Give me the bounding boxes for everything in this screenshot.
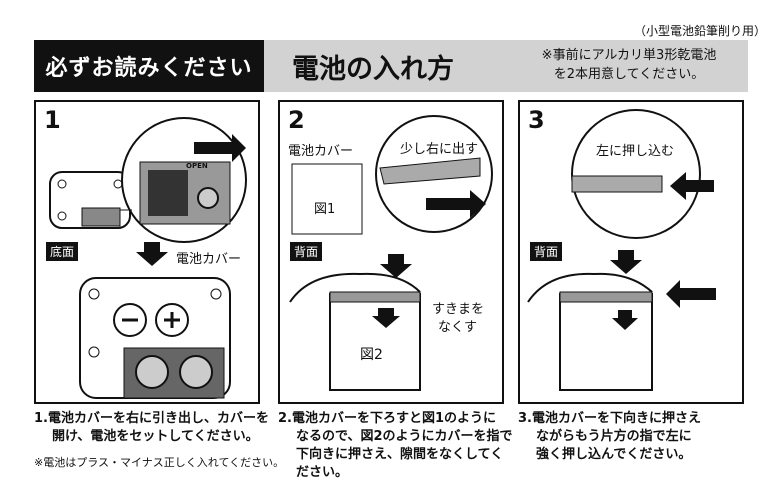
must-read-banner: 必ずお読みください: [34, 40, 264, 92]
step-3-illustration: [527, 109, 716, 391]
step-1-panel: 1 OPEN 底面 電池カバー: [34, 100, 260, 404]
caption-line: ながらもう片方の指で左に: [536, 429, 692, 444]
step-2-panel: 2 電池カバー 少し右に出す 図1 背面 すきまを なくす 図2: [278, 100, 504, 404]
step-2-caption: 2.電池カバーを下ろすと図1のように なるので、図2のようにカバーを指で 下向き…: [278, 410, 514, 482]
step-2-illustration: [289, 115, 493, 391]
page-title: 電池の入れ方: [292, 53, 454, 85]
caption-line: 3.電池カバーを下向きに押さえ: [518, 411, 701, 426]
step-1-caption: 1.電池カバーを右に引き出し、カバーを 開け、電池をセットしてください。: [34, 410, 270, 446]
header-bar: 必ずお読みください 電池の入れ方 ※事前にアルカリ単3形乾電池 を2本用意してく…: [34, 40, 748, 92]
step-number: 3: [528, 106, 545, 134]
caption-line: 下向きに押さえ、隙間をなくしてください。: [296, 447, 504, 480]
caption-line: 強く押し込んでください。: [536, 447, 692, 462]
caption-line: 開け、電池をセットしてください。: [52, 429, 259, 444]
caption-line: 1.電池カバーを右に引き出し、カバーを: [34, 411, 269, 426]
gap-label-line-1: すきまを: [432, 302, 485, 317]
gap-label-line-2: なくす: [438, 320, 478, 335]
battery-cover-label: 電池カバー: [288, 144, 354, 159]
step-number: 1: [44, 106, 61, 134]
note-line-2: を2本用意してください。: [553, 67, 705, 82]
back-label: 背面: [530, 242, 563, 261]
bottom-label: 底面: [46, 242, 79, 261]
battery-cover-label: 電池カバー: [176, 252, 242, 267]
step-3-caption: 3.電池カバーを下向きに押さえ ながらもう片方の指で左に 強く押し込んでください…: [518, 410, 754, 464]
figure-1-label: 図1: [314, 202, 336, 217]
step-3-panel: 3 左に押し込む 背面: [518, 100, 744, 404]
slide-right-label: 少し右に出す: [400, 142, 479, 157]
step-1-illustration: [49, 117, 247, 399]
back-label: 背面: [290, 242, 323, 261]
product-note: （小型電池鉛筆削り用）: [633, 24, 766, 38]
polarity-note: ※電池はプラス・マイナス正しく入れてください。: [34, 456, 285, 469]
caption-line: なるので、図2のようにカバーを指で: [296, 429, 513, 444]
step-number: 2: [288, 106, 305, 134]
push-left-label: 左に押し込む: [596, 144, 675, 159]
note-line-1: ※事前にアルカリ単3形乾電池: [541, 48, 717, 63]
battery-requirement-note: ※事前にアルカリ単3形乾電池 を2本用意してください。: [520, 46, 738, 84]
caption-line: 2.電池カバーを下ろすと図1のように: [278, 411, 497, 426]
figure-2-label: 図2: [360, 347, 383, 363]
open-marking: OPEN: [186, 162, 208, 170]
